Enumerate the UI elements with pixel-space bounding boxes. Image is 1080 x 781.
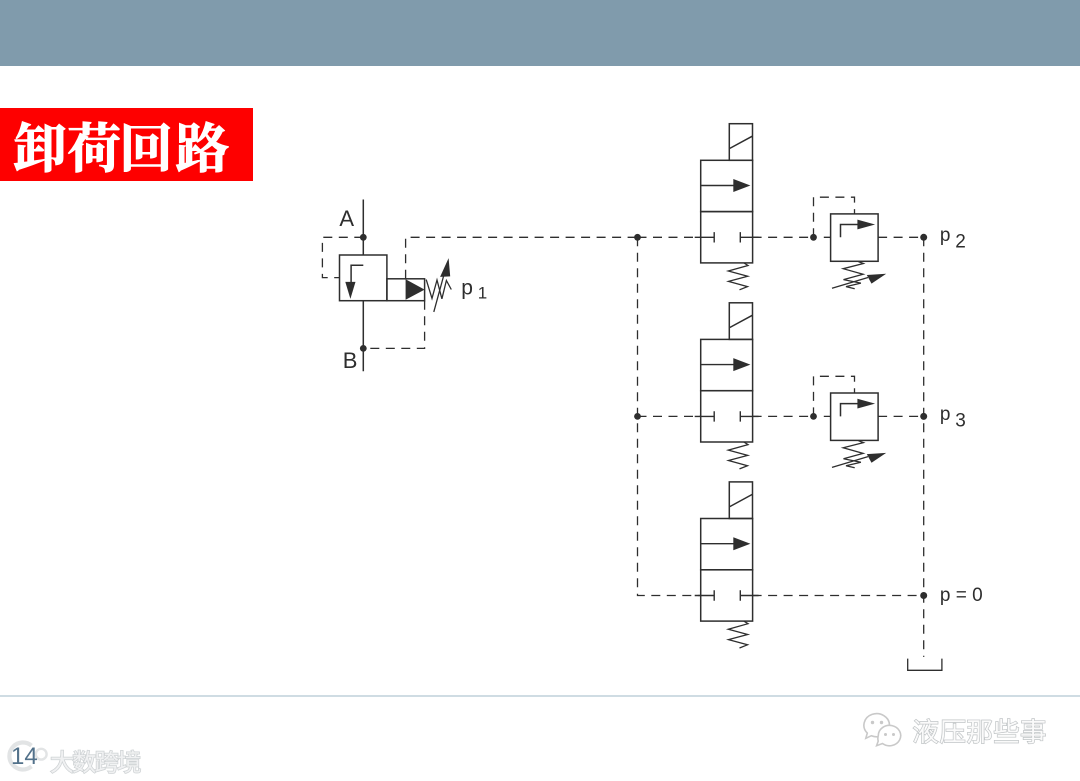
svg-text:2: 2	[955, 231, 966, 252]
svg-text:14: 14	[11, 743, 38, 770]
svg-text:A: A	[339, 206, 354, 231]
svg-text:3: 3	[955, 410, 966, 431]
svg-text:B: B	[343, 348, 358, 373]
svg-text:p: p	[940, 225, 951, 246]
svg-text:p: p	[461, 277, 473, 300]
svg-text:1: 1	[478, 283, 487, 302]
svg-text:p = 0: p = 0	[940, 585, 983, 606]
svg-text:p: p	[940, 404, 951, 425]
